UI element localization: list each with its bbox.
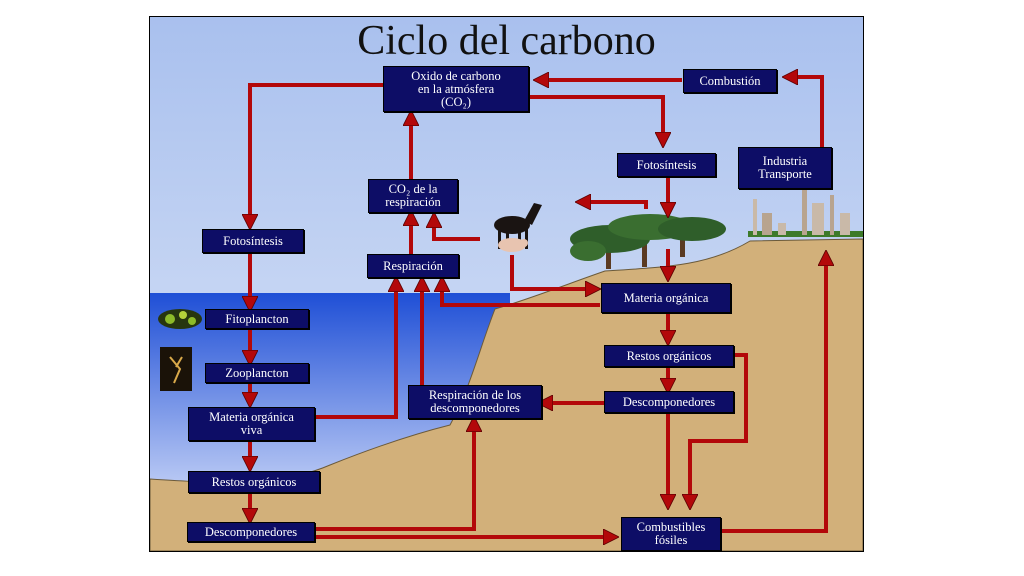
- industry-illustration: [753, 189, 850, 235]
- arrow-descomponedores-left-to-respiracion-descomp: [314, 419, 474, 531]
- node-fotosintesis-right: Fotosíntesis: [617, 153, 716, 177]
- node-zooplancton: Zooplancton: [205, 363, 309, 383]
- node-respiracion-descomponedores: Respiración de los descomponedores: [408, 385, 542, 419]
- flow-arrows: [250, 77, 826, 537]
- node-respiracion: Respiración: [367, 254, 459, 278]
- node-industria-transporte: Industria Transporte: [738, 147, 832, 189]
- arrow-animals-to-materia-organica: [510, 255, 598, 289]
- diagram-title: Ciclo del carbono: [357, 18, 656, 64]
- pig-illustration: [498, 238, 528, 252]
- node-materia-organica-viva: Materia orgánica viva: [188, 407, 315, 441]
- phytoplankton-illustration: [158, 309, 202, 329]
- arrow-oxido-to-fotosintesis-right: [528, 95, 663, 145]
- diagram-frame: Ciclo del carbono Oxido de carbono en la…: [149, 16, 864, 552]
- arrow-industria-to-combustion: [785, 77, 824, 147]
- arrow-animals-to-co2: [434, 215, 480, 241]
- node-combustion: Combustión: [683, 69, 777, 93]
- trees-illustration: [570, 214, 726, 269]
- node-descomponedores-right: Descomponedores: [604, 391, 734, 413]
- node-fitoplancton: Fitoplancton: [205, 309, 309, 329]
- arrow-restos-right-to-combustibles: [690, 353, 748, 507]
- node-combustibles-fosiles: Combustibles fósiles: [621, 517, 721, 551]
- arrow-combustibles-to-industria: [720, 253, 826, 533]
- node-restos-organicos-right: Restos orgánicos: [604, 345, 734, 367]
- node-materia-organica: Materia orgánica: [601, 283, 731, 313]
- node-restos-organicos-left: Restos orgánicos: [188, 471, 320, 493]
- arrow-materia-organica-to-respiracion: [442, 279, 600, 307]
- arrow-trees-to-animals-area: [578, 202, 648, 209]
- node-fotosintesis-left: Fotosíntesis: [202, 229, 304, 253]
- node-oxido-carbono-atmosfera: Oxido de carbono en la atmósfera (CO₂): [383, 66, 529, 112]
- node-descomponedores-left: Descomponedores: [187, 522, 315, 542]
- arrow-materia-viva-to-respiracion: [314, 279, 396, 419]
- node-co2-respiracion: CO₂ de la respiración: [368, 179, 458, 213]
- arrow-oxido-to-fotosintesis-left: [250, 83, 383, 227]
- zooplankton-illustration: [160, 347, 192, 391]
